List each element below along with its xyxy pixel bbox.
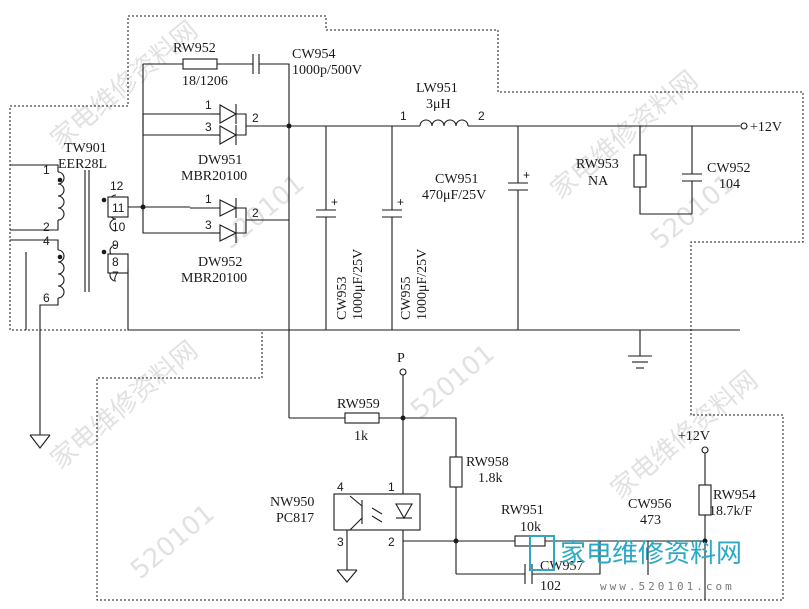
cw957-value: 102	[540, 579, 561, 594]
cw955-plus: +	[397, 195, 404, 209]
capacitor-cw955: + CW955 1000μF/25V	[382, 126, 430, 330]
rw951-ref: RW951	[501, 503, 544, 518]
rw959-ref: RW959	[337, 397, 380, 412]
dw951-pin-3: 3	[205, 120, 212, 134]
rw958-value: 1.8k	[478, 471, 503, 486]
cw951-ref: CW951	[435, 172, 479, 187]
rw954-value: 18.7k/F	[709, 504, 752, 519]
tw901-pin-9: 9	[112, 238, 119, 252]
nw950-pin-1: 1	[388, 480, 395, 494]
site-logo: 家电维修资料网 www.520101.com	[529, 535, 742, 593]
rw952-value: 18/1206	[182, 74, 228, 89]
watermark-text: 家电维修资料网	[45, 15, 204, 155]
resistor-rw959	[344, 412, 380, 424]
dw951-pin-2: 2	[252, 111, 259, 125]
lw951-pin-2: 2	[478, 109, 485, 123]
cw955-ref: CW955	[399, 276, 414, 320]
feedback: P RW959 1k RW958 1.8k 4 3 1 2 NW950 PC81…	[270, 351, 756, 600]
resistor-rw958	[449, 456, 463, 488]
tw901-pin-2: 2	[43, 220, 50, 234]
tw901-pin-6: 6	[43, 291, 50, 305]
cw951-plus: +	[523, 168, 530, 182]
capacitor-cw953: + CW953 1000μF/25V	[316, 126, 366, 330]
watermark-url: 520101	[405, 339, 500, 426]
tw901-pin-8: 8	[112, 255, 119, 269]
diode-dw951: 1 3 2 DW951 MBR20100	[181, 98, 289, 184]
transformer-tw901: 1 2 4 6 12 11 10 9 8 7 TW901 EER28L	[10, 141, 129, 449]
rw959-value: 1k	[354, 429, 368, 444]
nw950-pin-2: 2	[388, 535, 395, 549]
nw950-part: PC817	[276, 511, 314, 526]
nw950-pin-3: 3	[337, 535, 344, 549]
capacitor-cw951: + CW951 470μF/25V	[422, 126, 530, 330]
cw951-value: 470μF/25V	[422, 188, 486, 203]
resistor-rw952	[182, 58, 218, 70]
tw901-core: EER28L	[58, 157, 107, 172]
rw953-ref: RW953	[576, 157, 619, 172]
lw951-pin-1: 1	[400, 109, 407, 123]
rw954-ref: RW954	[713, 488, 756, 503]
dw952-part: MBR20100	[181, 271, 247, 286]
dw952-pin-1: 1	[205, 192, 212, 206]
cw953-value: 1000μF/25V	[351, 249, 366, 320]
lw951-ref: LW951	[416, 81, 458, 96]
tw901-pin-7: 7	[112, 269, 119, 283]
dw952-pin-3: 3	[205, 218, 212, 232]
rw953-value: NA	[588, 174, 609, 189]
snubber: RW952 18/1206 CW954 1000p/500V	[143, 41, 362, 418]
cw953-ref: CW953	[335, 276, 350, 320]
watermark-text: 家电维修资料网	[45, 335, 204, 475]
dw952-ref: DW952	[198, 255, 242, 270]
tw901-pin-11: 11	[112, 201, 125, 215]
nw950-pin-4: 4	[337, 480, 344, 494]
resistor-rw953	[633, 154, 647, 188]
tw901-pin-4: 4	[43, 234, 50, 248]
p-node-label: P	[397, 351, 405, 366]
cw956-value: 473	[640, 513, 661, 528]
tw901-pin-12: 12	[110, 179, 124, 193]
cw952-value: 104	[719, 177, 740, 192]
cw955-value: 1000μF/25V	[415, 249, 430, 320]
tw901-pin-1: 1	[43, 163, 50, 177]
rw958-ref: RW958	[466, 455, 509, 470]
dw952-pin-2: 2	[252, 206, 259, 220]
secondary-wiring	[127, 64, 740, 331]
cw952-ref: CW952	[707, 161, 751, 176]
nw950-ref: NW950	[270, 495, 314, 510]
rw952-ref: RW952	[173, 41, 216, 56]
output-rail: 1 2 LW951 3μH +12V	[286, 81, 782, 135]
tw901-pin-10: 10	[112, 220, 126, 234]
logo-text: 家电维修资料网	[560, 539, 742, 569]
cw956-ref: CW956	[628, 497, 672, 512]
dw951-ref: DW951	[198, 153, 242, 168]
board-outline	[9, 15, 804, 601]
logo-url: www.520101.com	[600, 580, 735, 593]
cw954-ref: CW954	[292, 47, 336, 62]
tw901-ref: TW901	[64, 141, 107, 156]
rw951-value: 10k	[520, 520, 541, 535]
watermark-text: 家电维修资料网	[545, 65, 704, 205]
output-12v-label: +12V	[750, 120, 782, 135]
cw954-value: 1000p/500V	[292, 63, 362, 78]
cw953-plus: +	[331, 195, 338, 209]
ground-main	[628, 330, 652, 369]
diode-dw952: 1 3 2 DW952 MBR20100	[181, 192, 289, 286]
output-load: RW953 NA CW952 104	[576, 126, 751, 215]
dw951-pin-1: 1	[205, 98, 212, 112]
watermark-url: 520101	[125, 499, 220, 586]
lw951-value: 3μH	[426, 97, 451, 112]
ref-12v-label: +12V	[678, 429, 710, 444]
dw951-part: MBR20100	[181, 169, 247, 184]
